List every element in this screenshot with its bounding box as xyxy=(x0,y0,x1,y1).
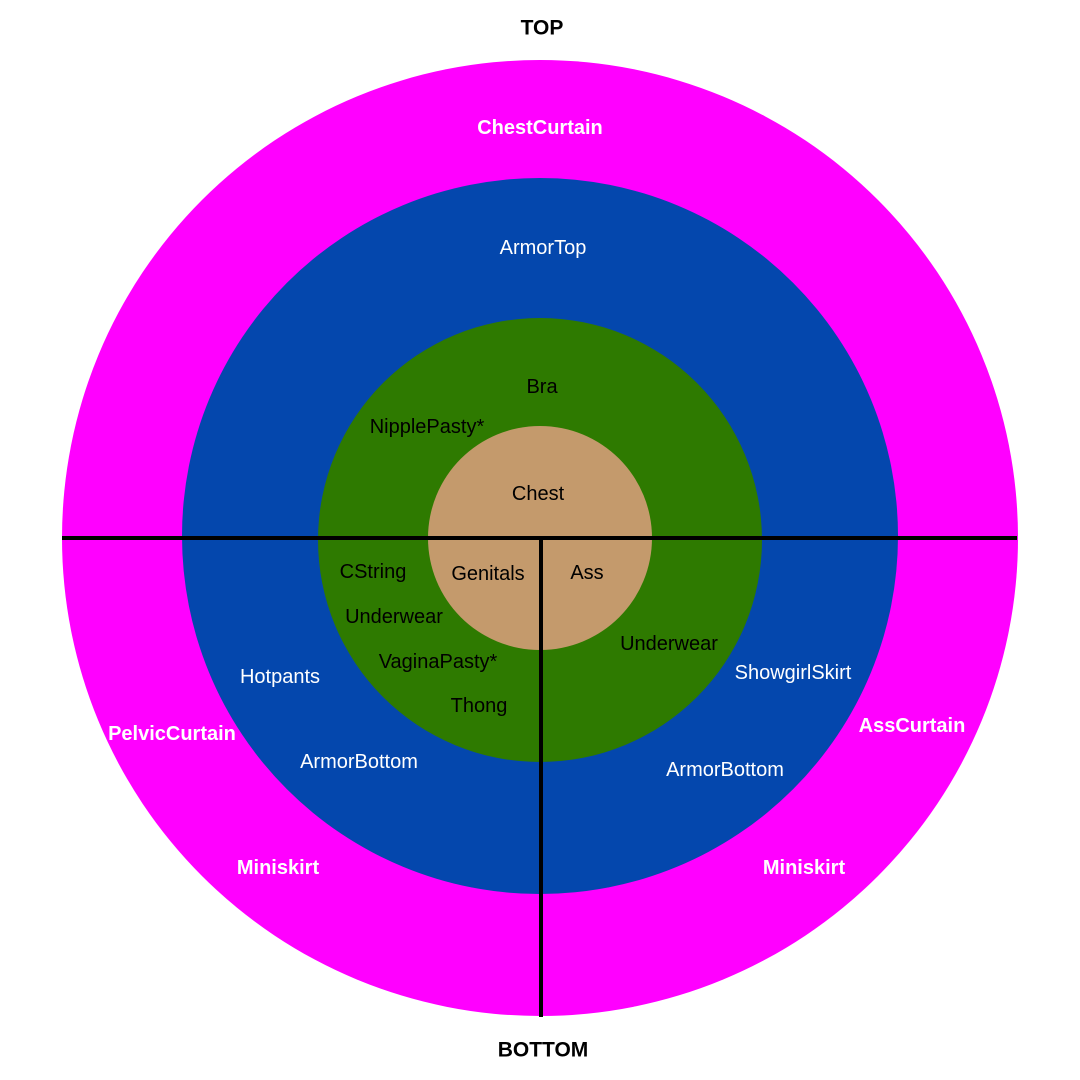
core-label-genitals: Genitals xyxy=(451,563,524,585)
outer-label-pelvic-curtain: PelvicCurtain xyxy=(108,723,236,745)
core-label-ass: Ass xyxy=(570,562,603,584)
armor-label-armor-bottom-left: ArmorBottom xyxy=(300,751,418,773)
bottom-label: BOTTOM xyxy=(498,1039,589,1062)
armor-label-armor-top: ArmorTop xyxy=(500,237,587,259)
top-label: TOP xyxy=(521,17,564,40)
inner-label-cstring: CString xyxy=(340,561,407,583)
inner-label-thong: Thong xyxy=(451,695,508,717)
inner-label-vagina-pasty: VaginaPasty* xyxy=(379,651,498,673)
inner-label-nipple-pasty: NipplePasty* xyxy=(370,416,485,438)
outer-label-ass-curtain: AssCurtain xyxy=(859,715,966,737)
armor-label-hotpants: Hotpants xyxy=(240,666,320,688)
outer-label-miniskirt-right: Miniskirt xyxy=(763,857,846,879)
inner-label-underwear-left: Underwear xyxy=(345,606,443,628)
inner-label-underwear-right: Underwear xyxy=(620,633,718,655)
core-label-chest: Chest xyxy=(512,483,565,505)
armor-label-armor-bottom-right: ArmorBottom xyxy=(666,759,784,781)
outer-label-chest-curtain: ChestCurtain xyxy=(477,117,603,139)
armor-label-showgirl-skirt: ShowgirlSkirt xyxy=(735,662,852,684)
inner-label-bra: Bra xyxy=(526,376,558,398)
outer-label-miniskirt-left: Miniskirt xyxy=(237,857,320,879)
